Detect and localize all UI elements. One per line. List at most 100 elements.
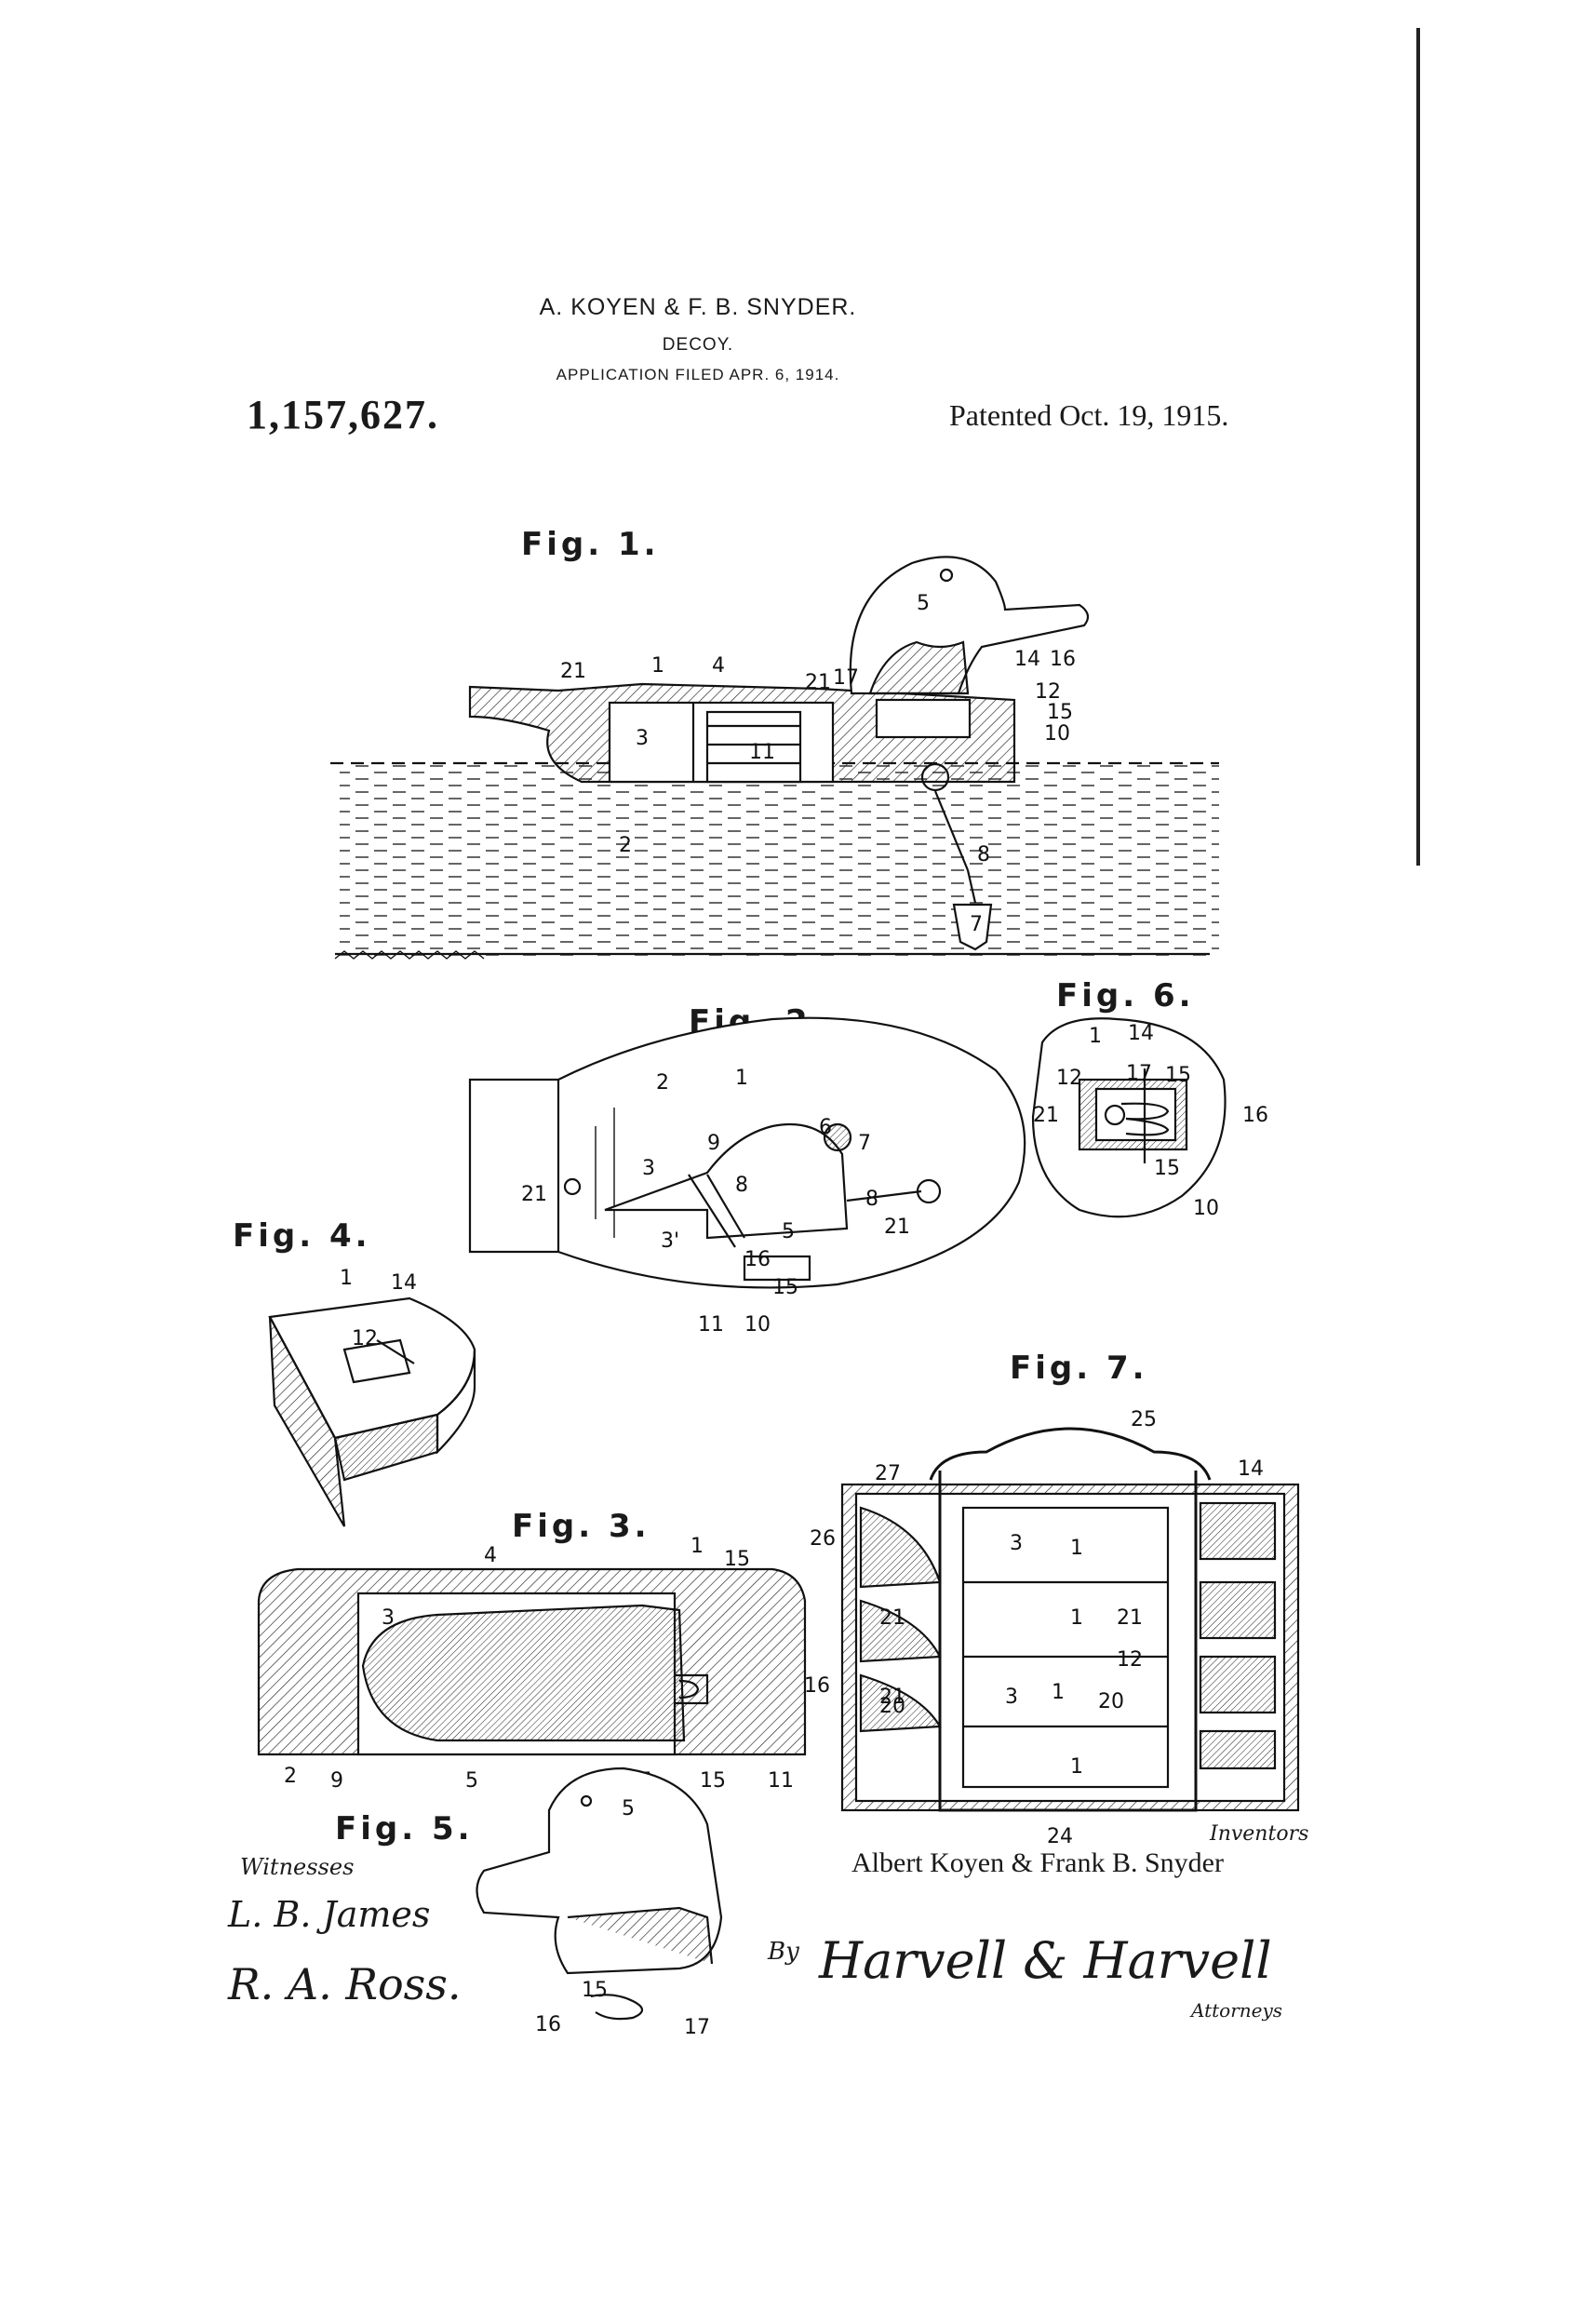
svg-text:21: 21: [879, 1606, 905, 1630]
svg-text:7: 7: [858, 1132, 871, 1155]
svg-text:21: 21: [560, 660, 586, 683]
fig6-drawing: [1031, 1017, 1227, 1218]
svg-text:2: 2: [284, 1765, 297, 1788]
svg-text:15: 15: [1165, 1064, 1191, 1087]
svg-text:3: 3: [382, 1606, 395, 1630]
witness-2-signature: R. A. Ross.: [228, 1959, 462, 2009]
svg-text:16: 16: [804, 1674, 830, 1698]
fig2-drawing: [468, 1016, 1026, 1289]
fig5-drawing: [476, 1767, 723, 2021]
witnesses-label: Witnesses: [240, 1854, 355, 1880]
fig4-drawing: [268, 1296, 476, 1527]
svg-text:14: 14: [1128, 1022, 1154, 1045]
svg-text:16: 16: [535, 2013, 561, 2036]
svg-text:16: 16: [1242, 1104, 1268, 1127]
svg-text:1: 1: [1070, 1755, 1083, 1779]
fig6-reference-numerals: 1 14 12 17 15 21 16 15 10: [1033, 1022, 1268, 1220]
svg-text:6: 6: [819, 1116, 832, 1139]
svg-text:1: 1: [1070, 1606, 1083, 1630]
fig3-label: Fig. 3.: [512, 1508, 650, 1545]
svg-text:3: 3: [642, 1157, 655, 1180]
fig5-label: Fig. 5.: [335, 1810, 474, 1847]
fig6-label: Fig. 6.: [1056, 977, 1195, 1014]
fig3-drawing: [257, 1567, 807, 1756]
svg-text:26: 26: [810, 1527, 836, 1551]
svg-text:12: 12: [1035, 680, 1061, 704]
inventor-names: Albert Koyen & Frank B. Snyder: [851, 1847, 1224, 1878]
svg-text:8: 8: [735, 1174, 748, 1197]
svg-text:21: 21: [884, 1216, 910, 1239]
svg-text:8: 8: [977, 843, 990, 866]
svg-text:21: 21: [1033, 1104, 1059, 1127]
svg-text:1: 1: [735, 1067, 748, 1090]
svg-text:10: 10: [1193, 1197, 1219, 1220]
svg-text:2: 2: [619, 834, 632, 857]
svg-text:1: 1: [340, 1267, 353, 1290]
svg-text:5: 5: [622, 1797, 635, 1820]
svg-text:1: 1: [651, 654, 664, 678]
svg-text:15: 15: [772, 1276, 798, 1299]
svg-text:1: 1: [1089, 1025, 1102, 1048]
fig1-drawing: [330, 556, 1219, 960]
svg-text:2: 2: [656, 1071, 669, 1095]
svg-text:9: 9: [330, 1769, 343, 1793]
svg-text:5: 5: [782, 1220, 795, 1243]
svg-text:3': 3': [661, 1229, 679, 1253]
svg-text:21: 21: [521, 1183, 547, 1206]
svg-text:21: 21: [1117, 1606, 1143, 1630]
svg-text:24: 24: [1047, 1825, 1073, 1848]
attorneys-label: Attorneys: [1191, 1999, 1283, 2022]
fig1-label: Fig. 1.: [521, 526, 660, 563]
patent-number: 1,157,627.: [247, 392, 439, 437]
svg-text:10: 10: [744, 1313, 771, 1337]
svg-text:15: 15: [582, 1979, 608, 2002]
svg-text:20: 20: [1098, 1690, 1124, 1713]
svg-text:16: 16: [744, 1248, 771, 1271]
svg-text:12: 12: [1056, 1067, 1082, 1090]
inventors-label: Inventors: [1210, 1822, 1309, 1846]
attorney-signature: Harvell & Harvell: [819, 1931, 1272, 1990]
svg-text:14: 14: [1238, 1458, 1264, 1481]
svg-text:15: 15: [700, 1769, 726, 1793]
svg-text:17: 17: [684, 2016, 710, 2039]
svg-text:15: 15: [724, 1548, 750, 1571]
svg-text:21: 21: [805, 671, 831, 694]
svg-text:16: 16: [1050, 648, 1076, 671]
fig7-label: Fig. 7.: [1010, 1350, 1148, 1387]
svg-text:15: 15: [1047, 701, 1073, 724]
svg-text:1: 1: [1070, 1537, 1083, 1560]
svg-text:1: 1: [1052, 1681, 1065, 1704]
svg-text:11: 11: [749, 741, 775, 764]
svg-text:3: 3: [1005, 1686, 1018, 1709]
application-filed: APPLICATION FILED APR. 6, 1914.: [556, 366, 840, 383]
scan-edge-line: [1416, 28, 1420, 866]
inventors-header: A. KOYEN & F. B. SNYDER.: [539, 294, 857, 320]
fig4-label: Fig. 4.: [233, 1217, 371, 1255]
svg-text:20: 20: [879, 1695, 905, 1718]
svg-text:27: 27: [875, 1462, 901, 1485]
svg-text:5: 5: [917, 592, 930, 615]
svg-text:15: 15: [1154, 1157, 1180, 1180]
svg-text:14: 14: [1014, 648, 1040, 671]
fig4-reference-numerals: 1 14 12: [340, 1267, 417, 1350]
svg-text:11: 11: [698, 1313, 724, 1337]
svg-text:11: 11: [768, 1769, 794, 1793]
svg-text:21: 21: [879, 1686, 905, 1709]
fig7-drawing: [840, 1427, 1300, 1812]
svg-text:17: 17: [1126, 1062, 1152, 1085]
fig5-reference-numerals: 5 15 16 17: [535, 1797, 710, 2039]
svg-text:14: 14: [391, 1271, 417, 1295]
svg-text:9: 9: [707, 1132, 720, 1155]
witness-1-signature: L. B. James: [228, 1894, 431, 1935]
svg-text:4: 4: [484, 1544, 497, 1567]
svg-text:4: 4: [712, 654, 725, 678]
svg-text:12: 12: [352, 1327, 378, 1350]
svg-text:10: 10: [1044, 722, 1070, 746]
svg-text:17: 17: [833, 666, 859, 690]
patented-date: Patented Oct. 19, 1915.: [949, 398, 1229, 432]
svg-text:5: 5: [465, 1769, 478, 1793]
svg-text:7: 7: [970, 913, 983, 936]
